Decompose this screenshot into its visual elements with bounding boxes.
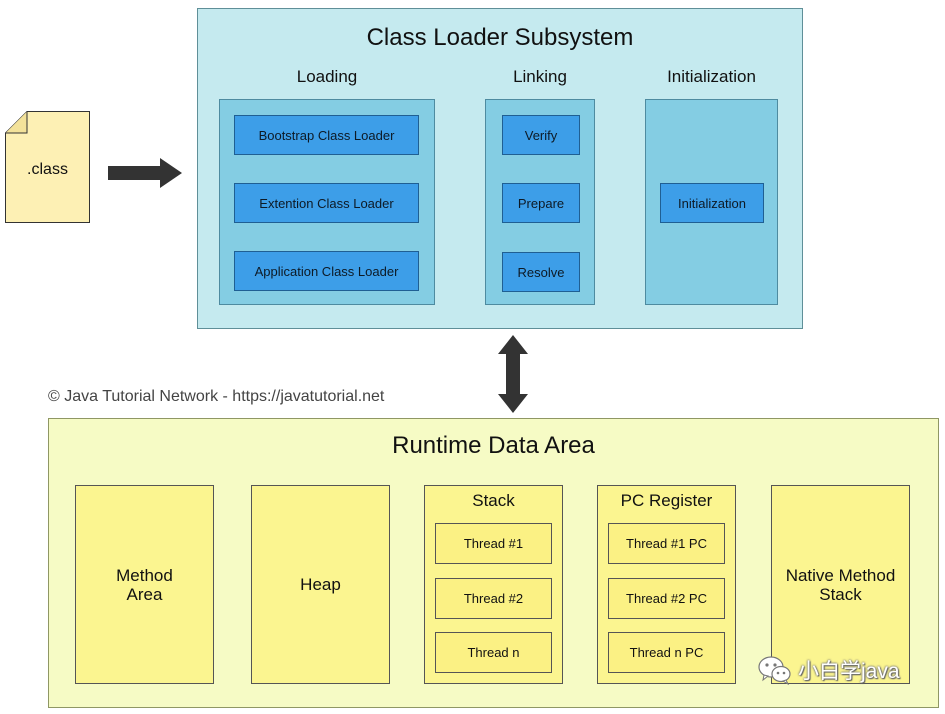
- application-class-loader: Application Class Loader: [234, 251, 419, 291]
- stack-thread-2: Thread #2: [435, 578, 552, 619]
- heap-box: Heap: [251, 485, 390, 684]
- initialization-label: Initialization: [667, 67, 756, 86]
- class-file-label: .class: [27, 161, 68, 178]
- prepare-step: Prepare: [502, 183, 580, 223]
- pc-register-label: PC Register: [620, 490, 713, 510]
- file-to-loader-arrow: [108, 158, 182, 188]
- bootstrap-class-loader: Bootstrap Class Loader: [234, 115, 419, 155]
- pc-thread-n: Thread n PC: [608, 632, 725, 673]
- class-file: .class: [5, 111, 90, 223]
- watermark: 小白学java: [758, 655, 900, 685]
- method-area-box: Method Area: [75, 485, 214, 684]
- initialization-step: Initialization: [660, 183, 764, 223]
- loading-label: Loading: [296, 67, 358, 86]
- verify-step: Verify: [502, 115, 580, 155]
- pc-thread-2: Thread #2 PC: [608, 578, 725, 619]
- stack-label: Stack: [472, 490, 515, 510]
- runtime-title: Runtime Data Area: [392, 432, 595, 459]
- resolve-step: Resolve: [502, 252, 580, 292]
- heap-label: Heap: [300, 575, 341, 594]
- extension-class-loader: Extention Class Loader: [234, 183, 419, 223]
- file-icon: [5, 111, 90, 223]
- copyright-text: © Java Tutorial Network - https://javatu…: [48, 388, 385, 405]
- class-loader-title: Class Loader Subsystem: [366, 24, 634, 51]
- wechat-icon: [758, 656, 791, 685]
- loader-runtime-double-arrow: [498, 335, 528, 413]
- watermark-text: 小白学java: [798, 660, 900, 683]
- linking-label: Linking: [513, 67, 567, 86]
- stack-thread-n: Thread n: [435, 632, 552, 673]
- pc-thread-1: Thread #1 PC: [608, 523, 725, 564]
- method-area-label: Method Area: [116, 565, 173, 604]
- stack-thread-1: Thread #1: [435, 523, 552, 564]
- native-method-stack-label: Native Method Stack: [785, 565, 896, 604]
- native-method-stack-box: Native Method Stack: [771, 485, 910, 684]
